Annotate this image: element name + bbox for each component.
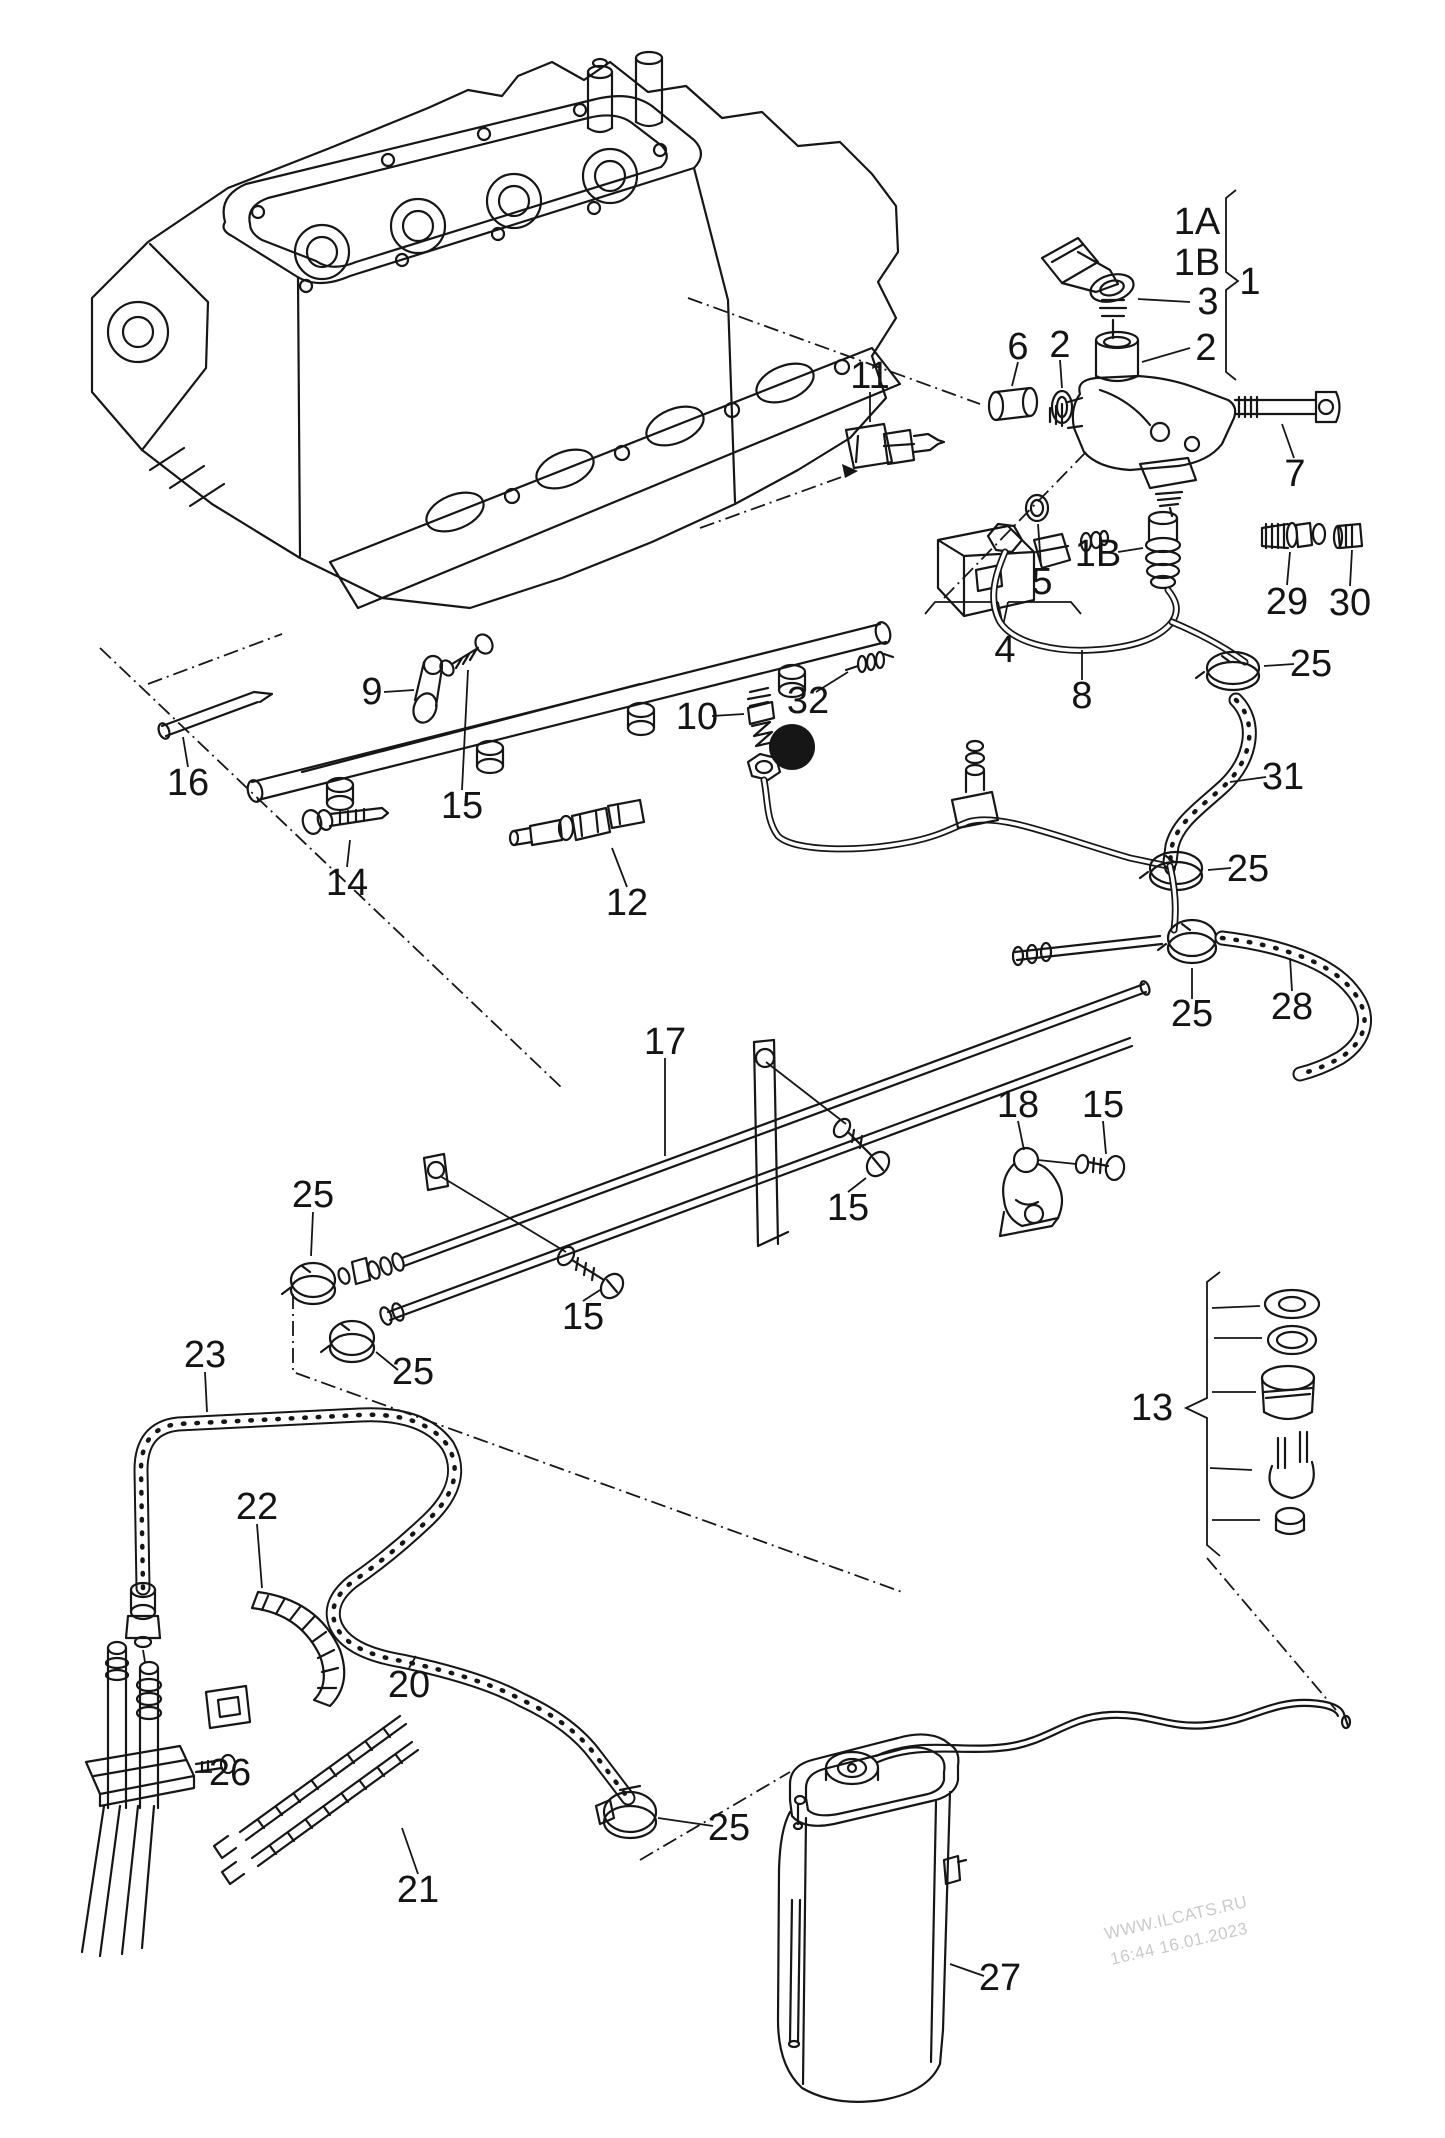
repair-kit-13-drawing [1183,1271,1321,1557]
guide-rail-21-drawing [212,1714,420,1886]
part-callout-6: 6 [1007,326,1029,368]
hose-clamp-25-bottom [594,1784,658,1840]
part-callout-21: 21 [396,1869,440,1911]
fuel-hose-23-20-drawing [124,1407,658,1840]
part-callout-30: 30 [1328,582,1372,624]
part-callout-15b: 15 [826,1187,870,1229]
screw-15-upper [832,1117,891,1178]
part-callout-28: 28 [1270,986,1314,1028]
part-callout-32: 32 [786,680,830,722]
hose-clamp-25-left-a [280,1261,337,1306]
part-callout-22: 22 [235,1486,279,1528]
hose-clamp-25-lower [1156,918,1218,965]
part-callout-16: 16 [166,762,210,804]
part-callout-7: 7 [1284,453,1306,495]
twin-pipe-unit-26-drawing [80,1640,237,1958]
part-callout-12: 12 [605,882,649,924]
fitting-29-30-drawing [1260,521,1364,550]
part-callout-1a: 1A [1173,201,1221,243]
part-callout-15d: 15 [561,1296,605,1338]
part-callout-25a: 25 [1289,643,1333,685]
pipes-and-hoses-drawing [760,522,1372,1082]
part-callout-25d: 25 [291,1174,335,1216]
part-callout-29: 29 [1265,581,1309,623]
fuel-rail-drawing [157,422,946,847]
hose-clamp-25-top [1194,650,1261,692]
part-callout-18: 18 [996,1084,1040,1126]
part-callout-25b: 25 [1226,848,1270,890]
part-callout-11: 11 [850,355,890,397]
guide-clip-22-drawing [204,1590,346,1730]
screw-15-lower [556,1245,625,1300]
part-callout-9: 9 [361,671,383,713]
part-callout-10: 10 [675,696,719,738]
part-callout-20: 20 [387,1664,431,1706]
part-callout-15c: 15 [1081,1084,1125,1126]
part-callout-1b-2: 1B [1074,533,1122,575]
part-callout-26: 26 [208,1752,252,1794]
part-callout-1: 1 [1239,261,1261,303]
fuel-pipes-17-drawing [280,980,1151,1364]
part-callout-27: 27 [978,1957,1022,1999]
part-callout-31: 31 [1261,756,1305,798]
part-callout-25e: 25 [391,1351,435,1393]
part-callout-14: 14 [325,862,369,904]
engine-block-drawing [90,50,902,610]
part-callout-23: 23 [183,1334,227,1376]
part-callout-17: 17 [643,1021,687,1063]
part-callout-8: 8 [1071,675,1093,717]
part-callout-5: 5 [1031,561,1053,603]
bracket-18-drawing [998,1146,1126,1238]
part-callout-3: 3 [1197,281,1219,323]
part-callout-4: 4 [994,629,1016,671]
canister-27-drawing [776,1698,1352,2103]
part-callout-2b: 2 [1049,324,1071,366]
part-callout-2a: 2 [1195,327,1217,369]
part-callout-25f: 25 [707,1807,751,1849]
injector-cups [325,663,807,812]
hose-clamp-25-left-b [319,1319,376,1364]
part-callout-13: 13 [1130,1387,1174,1429]
high-pressure-pump-drawing [924,236,1364,627]
highlight-dot [769,724,815,770]
part-callout-25c: 25 [1170,993,1214,1035]
part-callout-15a: 15 [440,785,484,827]
part-callout-1b: 1B [1173,242,1221,284]
leader-lines [99,189,1353,1977]
